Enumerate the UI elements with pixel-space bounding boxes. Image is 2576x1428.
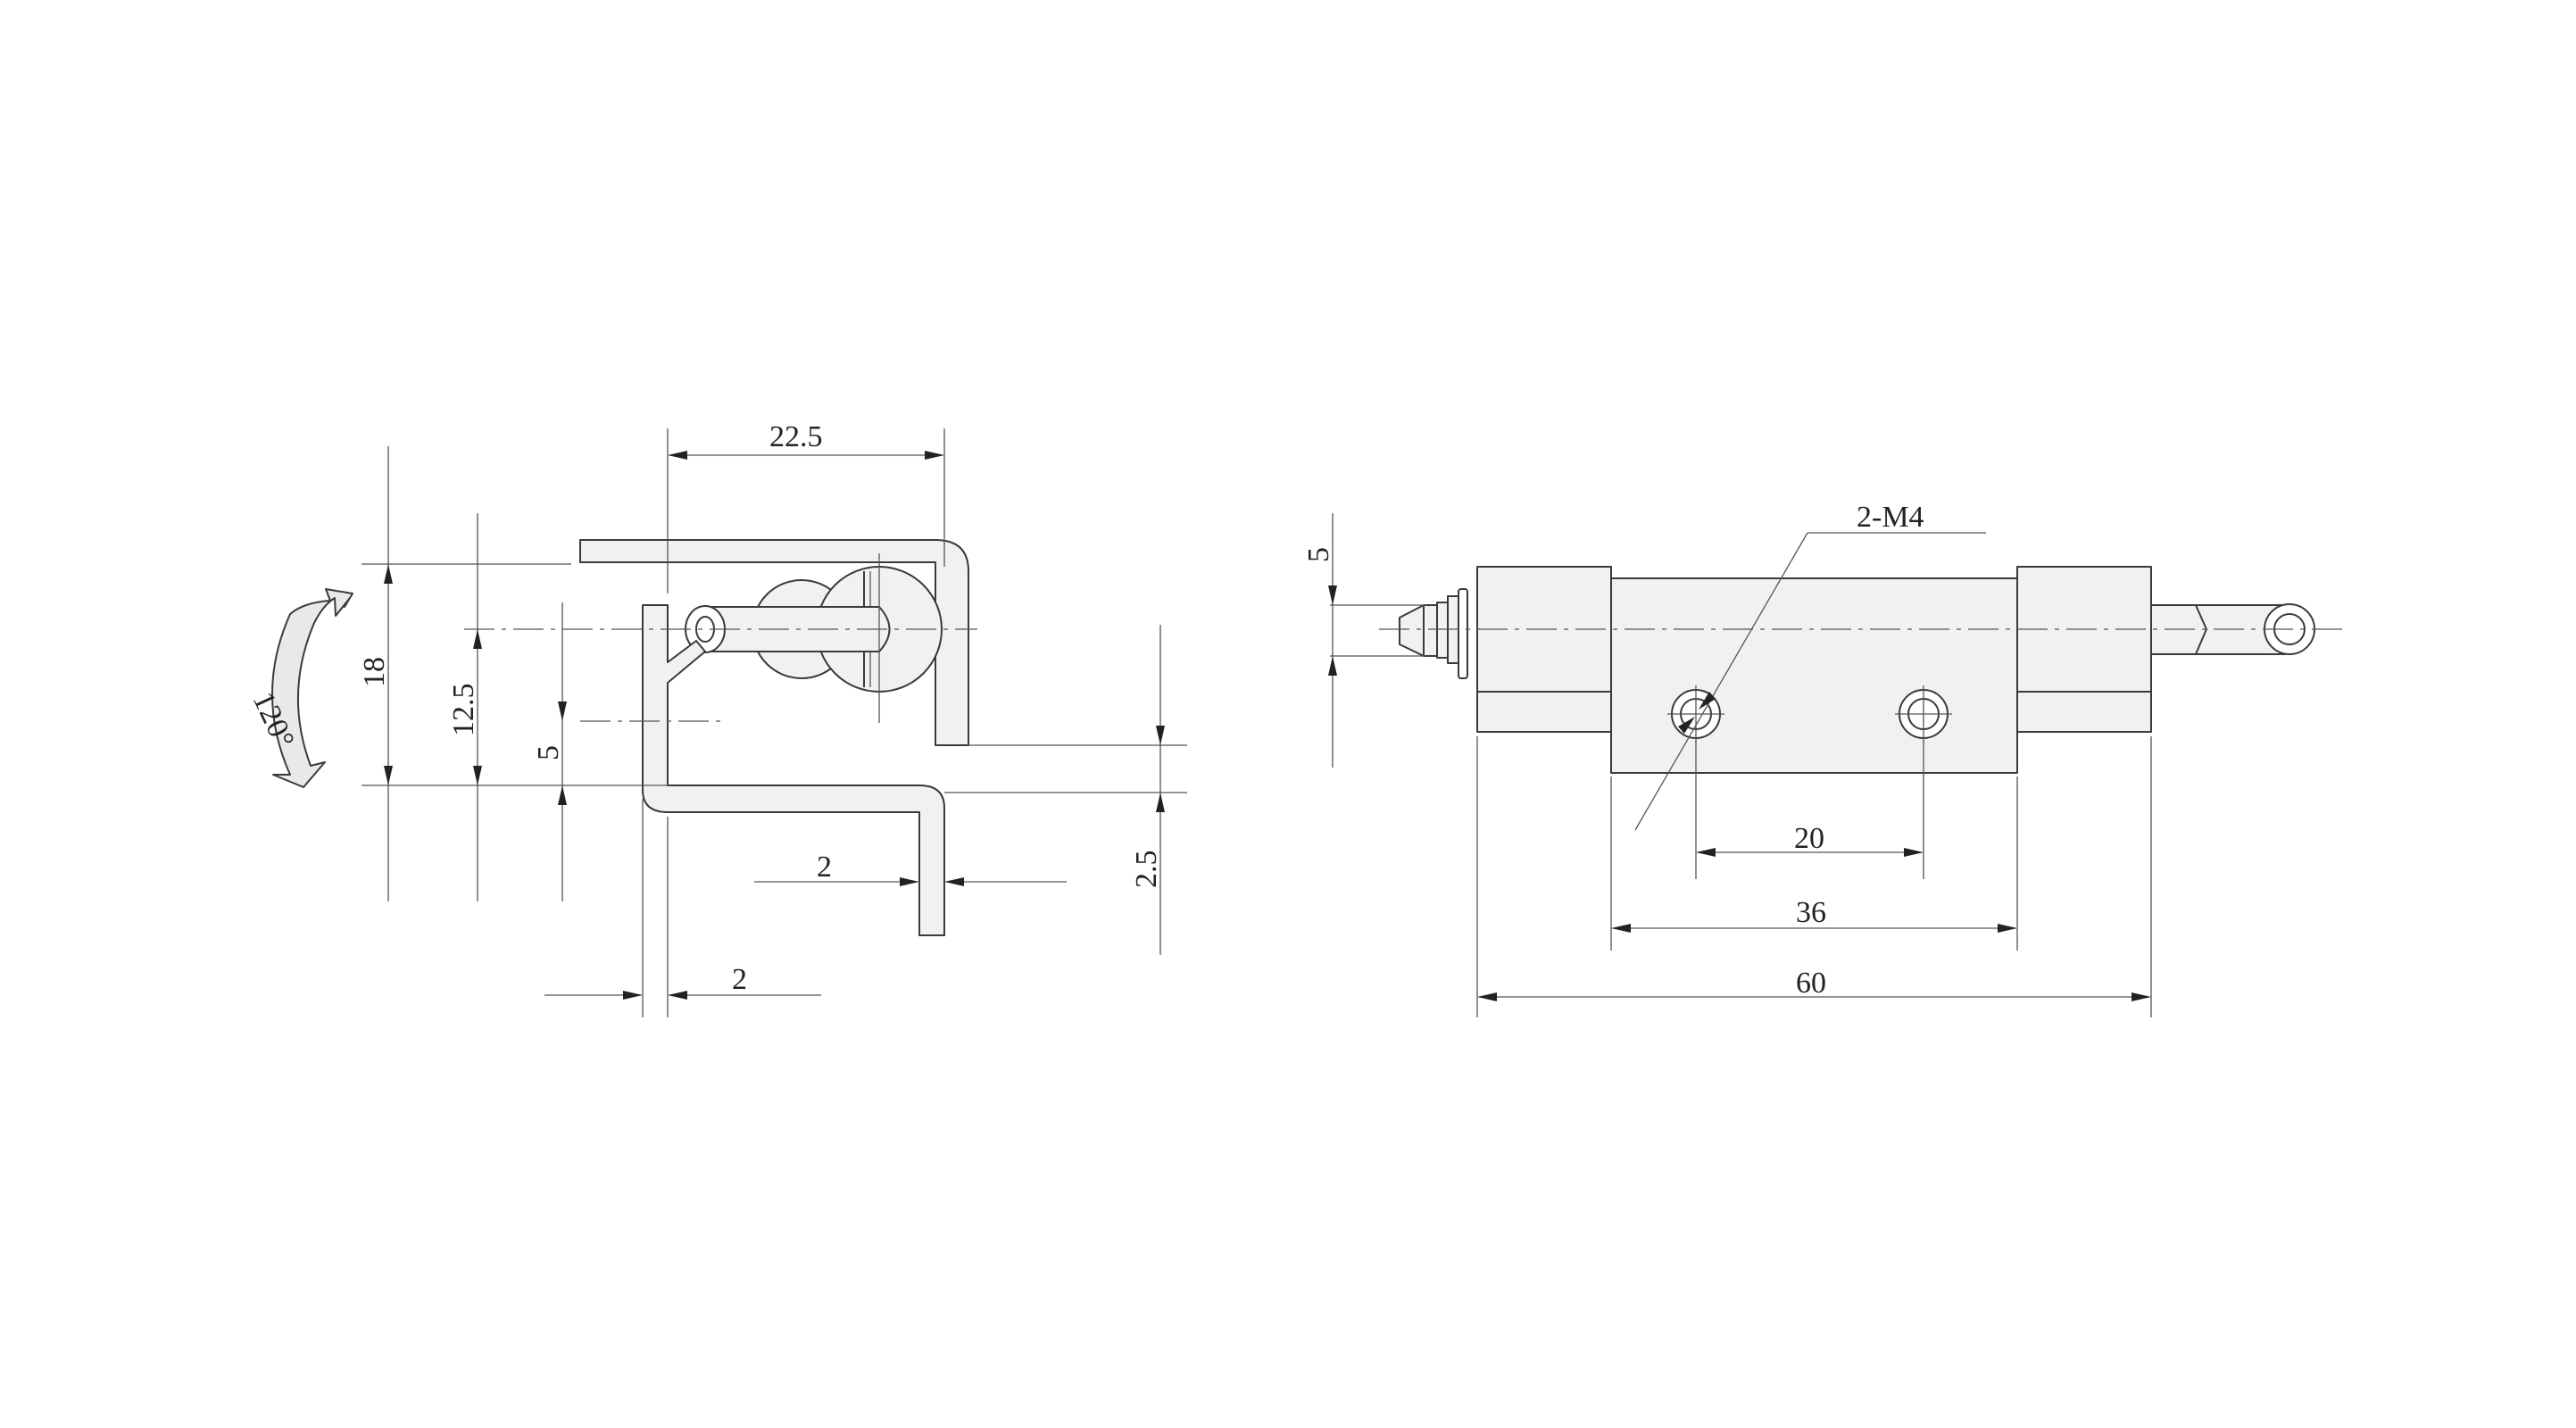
- dim-pin-offset-label: 5: [532, 745, 565, 760]
- dim-overall-height-label: 18: [358, 657, 391, 687]
- side-view: 120° 22.: [246, 420, 1187, 1017]
- left-knuckle: [1476, 566, 1612, 733]
- dim-width-label: 22.5: [769, 420, 823, 453]
- rotation-arrow-icon: [271, 588, 353, 788]
- hole-callout-label: 2-M4: [1857, 501, 1924, 534]
- dim-flange-height-label: 2.5: [1130, 851, 1163, 889]
- dim-pin-diameter-label: 5: [1302, 547, 1335, 562]
- hinge-body: [1610, 577, 2018, 774]
- dim-leaf-thickness-side-label: 2: [732, 963, 747, 996]
- dim-hole-spacing-label: 20: [1794, 822, 1824, 855]
- mounting-hole-right: [1895, 685, 1952, 743]
- front-view: 5 2-M4 20 36 60: [1302, 501, 2343, 1017]
- dim-overall-length-label: 60: [1796, 967, 1826, 1000]
- top-leaf: [579, 539, 969, 746]
- dim-pin-height-label: 12.5: [447, 684, 480, 737]
- right-knuckle: [2016, 566, 2152, 733]
- bottom-leaf: [642, 604, 945, 936]
- dim-leaf-thickness-bottom-label: 2: [817, 851, 832, 884]
- dim-body-length-label: 36: [1796, 896, 1826, 929]
- left-spring-pin: [1399, 588, 1468, 679]
